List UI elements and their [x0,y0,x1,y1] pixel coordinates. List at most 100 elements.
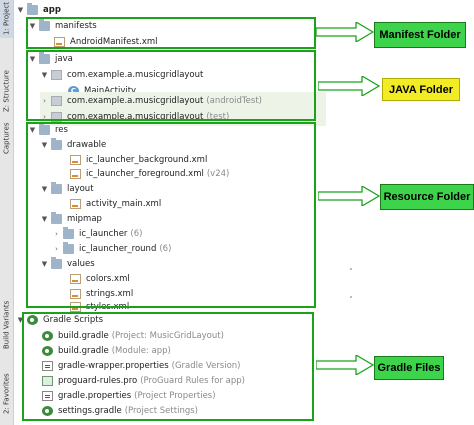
tree-label: Gradle Scripts [43,315,104,325]
gradle-files-label: Gradle Files [374,356,444,380]
tree-label: com.example.a.musicgridlayout [67,70,204,80]
tree-node-ic-launcher-background[interactable]: ic_launcher_background.xml [68,151,207,169]
chevron-right-icon[interactable]: › [55,245,58,253]
tree-node-package-test[interactable]: › com.example.a.musicgridlayout (test) [40,108,326,126]
chevron-down-icon[interactable]: ▼ [41,260,48,268]
tree-node-gradle-scripts[interactable]: ▼ Gradle Scripts [16,311,103,329]
tab-project[interactable]: 1: Project [0,0,13,38]
tab-captures-label: Captures [2,122,11,154]
tree-label: MainActivity [84,86,137,96]
folder-icon [63,227,74,239]
chevron-down-icon[interactable]: ▼ [41,185,48,193]
tree-label: ic_launcher [79,229,128,239]
tree-label: settings.gradle [58,406,122,416]
tree-label: gradle-wrapper.properties [58,361,169,371]
tab-structure-label: Z: Structure [2,70,11,112]
tree-node-gradle-wrapper[interactable]: gradle-wrapper.properties (Gradle Versio… [40,357,241,375]
tree-node-layout[interactable]: ▼ layout [40,180,94,198]
tree-node-android-manifest[interactable]: AndroidManifest.xml [52,33,158,51]
tree-node-main-activity[interactable]: C MainActivity [66,82,136,100]
tree-node-ic-launcher[interactable]: › ic_launcher (6) [52,225,142,243]
tab-structure[interactable]: Z: Structure [0,62,13,120]
tree-label: java [55,54,73,64]
tree-label: proguard-rules.pro [58,376,138,386]
package-icon [51,112,62,122]
tab-favorites-label: 2: Favorites [2,373,11,415]
tree-label: build.gradle [58,346,109,356]
tree-node-app[interactable]: ▼ app [16,1,61,19]
tree-hint: (6) [159,244,172,254]
tab-build-variants[interactable]: Build Variants [0,295,13,355]
chevron-down-icon[interactable]: ▼ [17,6,24,14]
resource-folder-icon [39,123,50,135]
tree-node-settings-gradle[interactable]: settings.gradle (Project Settings) [40,402,198,420]
tree-hint: (Module: app) [111,346,171,356]
chevron-down-icon[interactable]: ▼ [29,22,36,30]
chevron-right-icon[interactable]: › [43,97,46,105]
tree-label: drawable [67,140,107,150]
tree-hint: (Gradle Version) [171,361,241,371]
tab-captures[interactable]: Captures [0,120,13,156]
chevron-down-icon[interactable]: ▼ [41,71,48,79]
package-icon [51,70,62,80]
manifest-folder-label: Manifest Folder [374,22,466,48]
tree-node-res[interactable]: ▼ res [28,121,68,139]
scroll-marker [350,296,352,298]
chevron-down-icon[interactable]: ▼ [41,215,48,223]
tree-label: values [67,259,95,269]
tree-node-activity-main[interactable]: activity_main.xml [68,195,161,213]
tool-window-strip: 1: Project Z: Structure Captures Build V… [0,0,14,425]
scroll-marker [350,268,352,270]
gradle-highlight-box [22,312,314,421]
tree-label: AndroidManifest.xml [70,37,158,47]
tree-label: build.gradle [58,331,109,341]
tree-node-ic-launcher-foreground[interactable]: ic_launcher_foreground.xml (v24) [68,165,229,183]
xml-file-icon [70,274,81,284]
folder-icon [51,257,62,269]
tree-node-values[interactable]: ▼ values [40,255,95,273]
java-highlight-box [26,50,316,121]
chevron-down-icon[interactable]: ▼ [41,141,48,149]
tree-node-package-main[interactable]: ▼ com.example.a.musicgridlayout [40,66,203,84]
tree-node-mipmap[interactable]: ▼ mipmap [40,210,102,228]
folder-icon [51,182,62,194]
tree-label: colors.xml [86,274,130,284]
tree-node-manifests[interactable]: ▼ manifests [28,17,97,35]
manifest-arrow-icon [316,22,374,42]
class-icon: C [68,86,79,96]
gradle-arrow-icon [316,355,374,375]
manifest-file-icon [54,37,65,47]
manifest-highlight-box [26,17,316,49]
tree-node-build-gradle-project[interactable]: build.gradle (Project: MusicGridLayout) [40,327,224,345]
java-folder-label: JAVA Folder [382,78,460,101]
tree-node-java[interactable]: ▼ java [28,50,73,68]
chevron-down-icon[interactable]: ▼ [29,55,36,63]
tree-hint: (ProGuard Rules for app) [140,376,245,386]
folder-icon [63,242,74,254]
tree-label: manifests [55,21,97,31]
tree-node-package-android-test[interactable]: › com.example.a.musicgridlayout (android… [40,92,326,110]
chevron-down-icon[interactable]: ▼ [17,316,24,324]
chevron-down-icon[interactable]: ▼ [29,126,36,134]
tree-hint: (6) [130,229,143,239]
tree-hint: (test) [206,112,230,122]
tree-node-gradle-properties[interactable]: gradle.properties (Project Properties) [40,387,216,405]
chevron-right-icon[interactable]: › [55,230,58,238]
folder-icon [51,138,62,150]
tree-label: mipmap [67,214,102,224]
tree-label: ic_launcher_foreground.xml [86,169,204,179]
tree-label: layout [67,184,94,194]
xml-file-icon [70,169,81,179]
tree-node-drawable[interactable]: ▼ drawable [40,136,106,154]
chevron-right-icon[interactable]: › [43,113,46,121]
tree-node-build-gradle-module[interactable]: build.gradle (Module: app) [40,342,171,360]
tree-node-colors[interactable]: colors.xml [68,270,130,288]
tree-node-proguard[interactable]: proguard-rules.pro (ProGuard Rules for a… [40,372,245,390]
tree-node-ic-launcher-round[interactable]: › ic_launcher_round (6) [52,240,171,258]
folder-icon [51,212,62,224]
xml-file-icon [70,155,81,165]
java-arrow-icon [318,76,380,96]
tab-favorites[interactable]: 2: Favorites [0,368,13,420]
resource-arrow-icon [318,186,380,206]
tree-node-strings[interactable]: strings.xml [68,285,133,303]
